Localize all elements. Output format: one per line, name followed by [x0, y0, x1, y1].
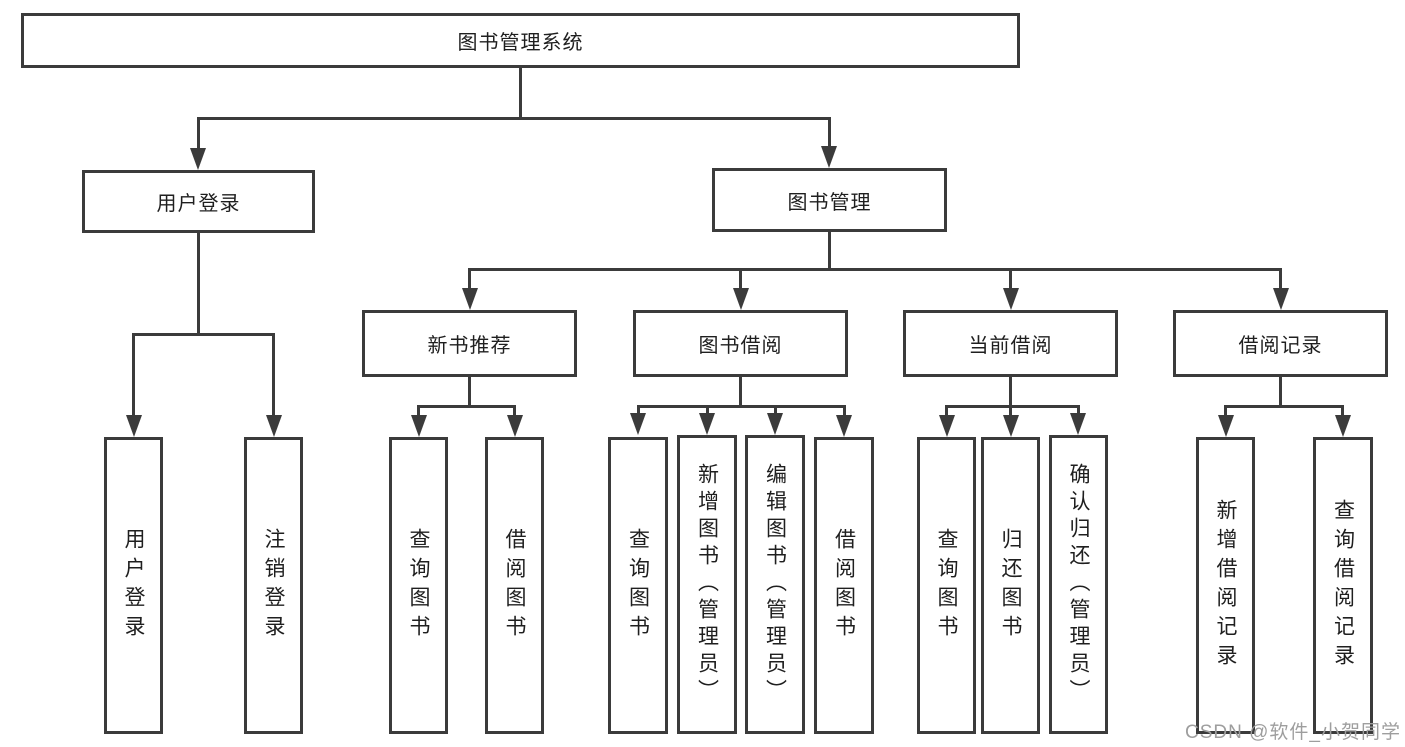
- arrowhead-down: [1003, 288, 1019, 310]
- arrowhead-down: [411, 415, 427, 437]
- node-current-borrow: 当前借阅: [903, 310, 1118, 377]
- node-current-borrow-label: 当前借阅: [968, 335, 1053, 357]
- connector-line: [197, 233, 200, 336]
- leaf-logout: 注销登录: [244, 437, 303, 734]
- connector-line: [739, 377, 742, 408]
- leaf-current-return-label: 归还图书: [999, 527, 1022, 644]
- leaf-borrow-query: 查询图书: [608, 437, 668, 734]
- leaf-current-query: 查询图书: [917, 437, 976, 734]
- node-root: 图书管理系统: [21, 13, 1020, 68]
- node-root-label: 图书管理系统: [457, 32, 584, 54]
- leaf-logout-label: 注销登录: [262, 527, 285, 644]
- leaf-borrow-borrow: 借阅图书: [814, 437, 874, 734]
- leaf-borrow-add-admin-label: 新增图书（管理员）: [695, 463, 719, 706]
- connector-line: [197, 117, 831, 120]
- connector-line: [468, 268, 1282, 271]
- arrowhead-down: [462, 288, 478, 310]
- arrowhead-down: [1003, 415, 1019, 437]
- leaf-current-confirm-admin-label: 确认归还（管理员）: [1067, 463, 1090, 706]
- connector-line: [1009, 268, 1012, 288]
- connector-line: [417, 405, 516, 408]
- node-book-borrow-label: 图书借阅: [698, 335, 783, 357]
- leaf-current-confirm-admin: 确认归还（管理员）: [1049, 435, 1108, 734]
- connector-line: [468, 377, 471, 408]
- connector-line: [945, 405, 948, 415]
- node-borrow-records: 借阅记录: [1173, 310, 1388, 377]
- connector-line: [1224, 405, 1227, 415]
- arrowhead-down: [507, 415, 523, 437]
- leaf-current-query-label: 查询图书: [935, 527, 958, 644]
- leaf-current-return: 归还图书: [981, 437, 1040, 734]
- csdn-watermark: CSDN @软件_小贺同学: [1185, 722, 1401, 743]
- leaf-borrow-query-label: 查询图书: [626, 527, 650, 644]
- arrowhead-down: [821, 146, 837, 168]
- connector-line: [637, 405, 846, 408]
- leaf-record-add-label: 新增借阅记录: [1214, 498, 1237, 673]
- connector-line: [1009, 377, 1012, 408]
- node-book-borrow: 图书借阅: [633, 310, 848, 377]
- leaf-record-query-label: 查询借阅记录: [1331, 498, 1355, 673]
- arrowhead-down: [126, 415, 142, 437]
- connector-line: [197, 117, 200, 148]
- arrowhead-down: [1273, 288, 1289, 310]
- arrowhead-down: [1335, 415, 1351, 437]
- leaf-record-add: 新增借阅记录: [1196, 437, 1255, 734]
- arrowhead-down: [733, 288, 749, 310]
- leaf-borrow-borrow-label: 借阅图书: [832, 527, 856, 644]
- connector-line: [828, 232, 831, 271]
- connector-line: [774, 405, 777, 413]
- leaf-borrow-edit-admin-label: 编辑图书（管理员）: [763, 463, 787, 706]
- node-book-management-label: 图书管理: [787, 191, 872, 214]
- connector-line: [1279, 377, 1282, 408]
- connector-line: [417, 405, 420, 415]
- arrowhead-down: [190, 148, 206, 170]
- connector-line: [1341, 405, 1344, 415]
- connector-line: [945, 405, 1080, 408]
- leaf-newbook-query-label: 查询图书: [407, 527, 430, 644]
- arrowhead-down: [1070, 413, 1086, 435]
- node-book-management: 图书管理: [712, 168, 947, 232]
- arrowhead-down: [699, 413, 715, 435]
- node-borrow-records-label: 借阅记录: [1238, 335, 1323, 357]
- connector-line: [706, 405, 709, 413]
- leaf-user-login-label: 用户登录: [122, 527, 145, 644]
- node-new-book-recommend-label: 新书推荐: [427, 335, 512, 357]
- leaf-borrow-add-admin: 新增图书（管理员）: [677, 435, 737, 734]
- node-user-login: 用户登录: [82, 170, 315, 233]
- arrowhead-down: [836, 415, 852, 437]
- connector-line: [468, 268, 471, 288]
- connector-line: [1224, 405, 1344, 408]
- leaf-user-login: 用户登录: [104, 437, 163, 734]
- arrowhead-down: [1218, 415, 1234, 437]
- leaf-record-query: 查询借阅记录: [1313, 437, 1373, 734]
- arrowhead-down: [767, 413, 783, 435]
- connector-line: [519, 68, 522, 120]
- arrowhead-down: [266, 415, 282, 437]
- node-new-book-recommend: 新书推荐: [362, 310, 577, 377]
- leaf-newbook-borrow-label: 借阅图书: [503, 527, 526, 644]
- connector-line: [739, 268, 742, 288]
- leaf-newbook-query: 查询图书: [389, 437, 448, 734]
- connector-line: [272, 333, 275, 415]
- connector-line: [1077, 405, 1080, 413]
- arrowhead-down: [939, 415, 955, 437]
- connector-line: [1009, 405, 1012, 415]
- connector-line: [513, 405, 516, 415]
- connector-line: [1279, 268, 1282, 288]
- connector-line: [637, 405, 640, 415]
- leaf-borrow-edit-admin: 编辑图书（管理员）: [745, 435, 805, 734]
- connector-line: [843, 405, 846, 415]
- node-user-login-label: 用户登录: [156, 193, 241, 215]
- connector-line: [132, 333, 135, 415]
- arrowhead-down: [630, 413, 646, 435]
- leaf-newbook-borrow: 借阅图书: [485, 437, 544, 734]
- connector-line: [828, 117, 831, 146]
- connector-line: [132, 333, 275, 336]
